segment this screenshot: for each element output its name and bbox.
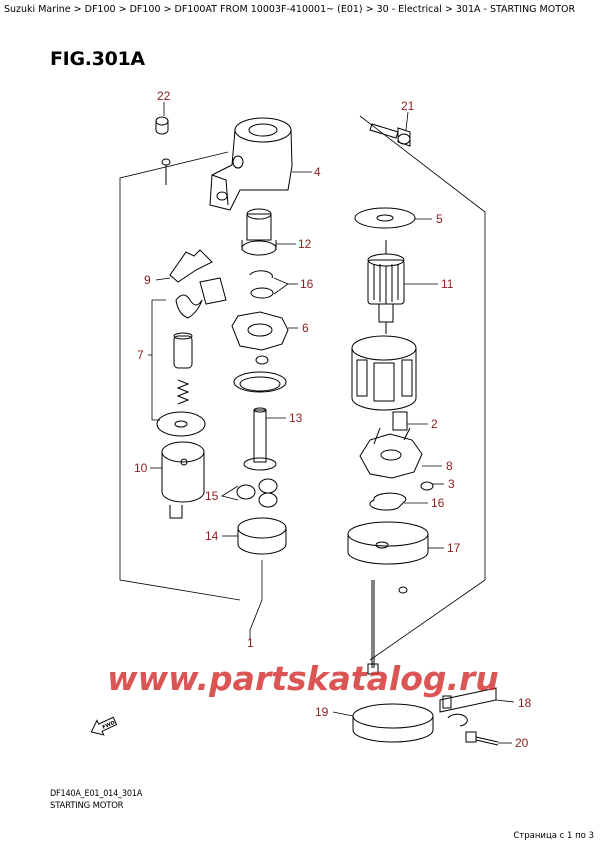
callout-14[interactable]: 14 [205,529,219,543]
assembly-frame [119,115,486,661]
part-5-plate[interactable] [354,207,416,229]
part-ring[interactable] [233,371,287,393]
part-6-gear-housing[interactable] [231,311,289,365]
leader-lines [148,102,515,744]
part-8-brush-holder[interactable] [359,427,423,479]
callout-6[interactable]: 6 [302,321,309,335]
part-3-nut[interactable] [420,481,434,491]
part-7-plate[interactable] [156,411,206,437]
part-16b-clip[interactable] [369,492,407,511]
callout-9[interactable]: 9 [144,273,151,287]
part-19-band[interactable] [352,703,434,743]
breadcrumb-item-model[interactable]: DF100AT FROM 10003F-410001~ (E01) [174,4,363,15]
part-12-pinion[interactable] [241,208,277,256]
part-plunger-spring[interactable] [173,277,227,405]
figure-title: FIG.301A [50,48,145,70]
part-9-lever[interactable] [169,249,213,283]
breadcrumb-separator: > [160,4,175,15]
part-2-brush[interactable] [392,411,408,431]
watermark-text: www.partskatalog.ru [107,659,499,698]
part-fitting[interactable] [447,713,468,727]
callout-7[interactable]: 7 [137,348,144,362]
breadcrumb-separator: > [441,4,456,15]
breadcrumb-item-electrical[interactable]: 30 - Electrical [376,4,442,15]
callout-10[interactable]: 10 [134,461,148,475]
breadcrumb-separator: > [70,4,85,15]
callout-16b[interactable]: 16 [431,496,445,510]
part-21-bolt[interactable] [369,123,411,147]
part-22-sleeve[interactable] [155,116,169,135]
part-13-shaft[interactable] [243,407,277,471]
breadcrumb: Suzuki Marine > DF100 > DF100 > DF100AT … [4,4,596,16]
part-15-gears[interactable] [236,478,278,508]
callout-21[interactable]: 21 [401,99,415,113]
callout-5[interactable]: 5 [436,212,443,226]
callout-19[interactable]: 19 [315,705,329,719]
callout-15[interactable]: 15 [205,489,219,503]
part-20-bolt[interactable] [465,731,499,746]
callout-1[interactable]: 1 [247,636,254,650]
figure-caption: STARTING MOTOR [50,801,124,811]
part-10-solenoid[interactable] [161,441,205,519]
part-17-end-cover[interactable] [347,521,429,565]
callout-4[interactable]: 4 [314,165,321,179]
fwd-arrow-icon: FWD [90,716,118,736]
part-14-ring-gear[interactable] [237,517,287,555]
callout-22[interactable]: 22 [157,89,171,103]
callout-11[interactable]: 11 [441,277,454,291]
callout-20[interactable]: 20 [515,736,529,750]
callout-8[interactable]: 8 [446,459,453,473]
callout-17[interactable]: 17 [447,541,461,555]
breadcrumb-item-suzuki-marine[interactable]: Suzuki Marine [4,4,71,15]
part-through-bolt[interactable] [367,580,408,675]
callout-3[interactable]: 3 [448,477,455,491]
callouts: 22 21 4 5 12 11 9 16 6 7 13 2 10 8 3 15 … [134,89,532,750]
breadcrumb-item-current: 301A - STARTING MOTOR [455,4,576,15]
callout-16a[interactable]: 16 [300,277,314,291]
callout-13[interactable]: 13 [289,411,303,425]
callout-18[interactable]: 18 [518,696,532,710]
page-indicator: Страница с 1 по 3 [513,831,594,841]
part-11-armature[interactable] [367,240,405,334]
breadcrumb-item-df100-b[interactable]: DF100 [129,4,161,15]
part-1-yoke[interactable] [351,335,417,411]
fwd-label: FWD [102,720,116,731]
callout-12[interactable]: 12 [298,237,312,251]
breadcrumb-separator: > [115,4,130,15]
figure-code: DF140A_E01_014_301A [50,789,143,799]
breadcrumb-item-df100-a[interactable]: DF100 [84,4,116,15]
part-16a-clips[interactable] [249,270,274,299]
part-4-housing[interactable] [161,117,293,211]
callout-2[interactable]: 2 [431,417,438,431]
breadcrumb-separator: > [362,4,377,15]
